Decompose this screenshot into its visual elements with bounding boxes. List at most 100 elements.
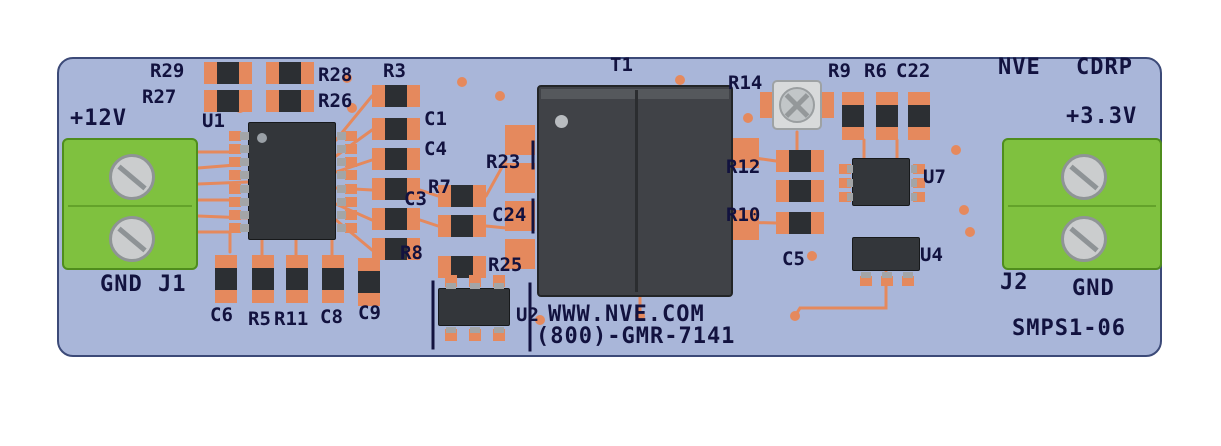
passive-pad [239,62,252,84]
via-pad [635,311,645,321]
passive-body [876,105,898,127]
chip-pin [470,283,480,289]
label-j1: J1 [158,272,187,297]
label-website: WWW.NVE.COM [548,302,705,327]
copper-trace [196,180,250,186]
silkscreen-label-r9: R9 [828,60,851,82]
via-pad [743,113,753,123]
passive-pad [407,118,420,140]
chip-pin [861,272,871,278]
via-pad [535,315,545,325]
passive-pad [842,127,864,140]
pin-pad [229,144,241,155]
pin-pad [229,209,241,220]
solder-pad [505,163,535,193]
silkscreen-label-c8: C8 [320,306,343,328]
silkscreen-label-r25: R25 [488,254,523,276]
passive-body [279,62,301,84]
pin-pad [345,223,357,233]
chip-t1 [537,85,733,297]
passive-footprint [252,255,274,303]
chip-u4 [852,237,920,286]
passive-body [385,148,407,170]
terminal-screw [109,216,155,262]
pin-pad [902,276,914,286]
passive-body [842,105,864,127]
passive-footprint [776,150,824,172]
silkscreen-label-r26: R26 [318,90,353,112]
solder-pad [505,201,535,231]
passive-pad [908,127,930,140]
passive-footprint [842,92,864,140]
passive-pad [301,62,314,84]
via-pad [342,73,352,83]
silkscreen-label-r10: R10 [726,204,761,226]
trimmer-potentiometer [772,80,822,130]
chip-pin [240,132,249,140]
label-output-voltage: +3.3V [1066,104,1138,129]
pin-pad [345,144,357,155]
silkscreen-label-r6: R6 [864,60,887,82]
silkscreen-label-u1: U1 [202,110,225,132]
passive-pad [776,212,789,234]
passive-body [279,90,301,112]
passive-body [385,208,407,230]
silkscreen-label-t1: T1 [610,54,633,76]
label-input-voltage: +12V [70,106,127,131]
passive-footprint [776,180,824,202]
passive-pad [407,85,420,107]
pin-pad [229,196,241,207]
passive-footprint [438,185,486,207]
passive-pad [473,256,486,278]
chip-pin [337,145,346,154]
passive-pad [438,215,451,237]
passive-pad [473,215,486,237]
passive-pad [811,180,824,202]
transformer-seam [635,90,638,292]
chip-pin [494,283,504,289]
passive-body [908,105,930,127]
silkscreen-label-r23: R23 [486,151,521,173]
pin-pad [229,131,241,141]
passive-pad [811,212,824,234]
passive-pad [266,62,279,84]
chip-pin [240,210,249,219]
label-brand-cdrp: CDRP [1076,55,1133,80]
passive-pad [876,92,898,105]
passive-body [217,90,239,112]
passive-footprint [215,255,237,303]
passive-pad [286,290,308,303]
passive-footprint [372,208,420,230]
chip-pin [903,272,913,278]
passive-footprint [204,62,252,84]
copper-trace [418,218,440,228]
passive-footprint [286,255,308,303]
silkscreen-label-c9: C9 [358,302,381,324]
solder-pad [733,210,759,240]
terminal-divider [68,205,192,207]
silkscreen-label-u7: U7 [923,166,946,188]
pin-pad [345,131,357,141]
passive-body [789,180,811,202]
label-j1-gnd: GND [100,272,143,297]
label-j2: J2 [1000,270,1029,295]
pin-pad [839,178,851,188]
passive-footprint [876,92,898,140]
via-pad [790,311,800,321]
silkscreen-label-r28: R28 [318,64,353,86]
passive-pad [407,178,420,200]
passive-pad [372,148,385,170]
pin-pad [345,157,357,168]
passive-body [358,271,380,293]
chip-pin [494,327,504,333]
terminal-screw [1061,216,1107,262]
pin-pad [345,183,357,194]
passive-footprint [266,90,314,112]
passive-footprint [372,238,420,260]
passive-pad [204,62,217,84]
passive-body [789,150,811,172]
passive-body [217,62,239,84]
chip-pin [337,184,346,193]
pin-pad [860,276,872,286]
passive-pad [407,148,420,170]
